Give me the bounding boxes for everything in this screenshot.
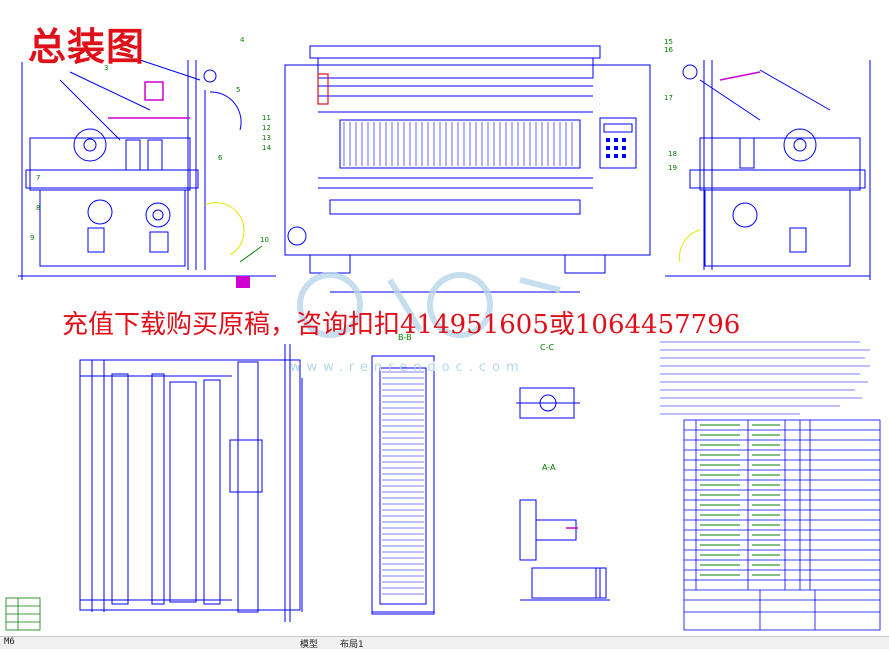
tab-layout1[interactable]: 布局1: [340, 640, 364, 650]
part-number-18: 18: [668, 150, 677, 158]
bottom-section-view: [371, 355, 435, 615]
left-side-view: [18, 59, 276, 280]
bom-text-lines: [700, 424, 780, 576]
part-number-2: 2: [86, 54, 90, 62]
status-left: M6: [4, 637, 15, 647]
section-label-c-c: C-C: [540, 343, 554, 352]
main-view-accent: [317, 73, 329, 105]
detail-views: [516, 387, 610, 601]
part-number-16: 16: [664, 46, 673, 54]
watermark-logo: [297, 272, 561, 338]
part-number-4: 4: [240, 36, 245, 44]
part-number-3: 3: [104, 64, 108, 72]
technical-notes: [660, 341, 870, 415]
status-bar: M6 模型 布局1: [0, 636, 889, 650]
left-view-accents: [108, 81, 263, 288]
main-front-view: [284, 45, 651, 293]
part-number-7: 7: [36, 174, 40, 182]
part-number-10: 10: [260, 236, 269, 244]
bottom-top-view: [79, 344, 303, 622]
part-number-15: 15: [664, 38, 673, 46]
part-number-1: 1: [70, 46, 74, 54]
revision-block: [5, 597, 41, 631]
tab-model[interactable]: 模型: [300, 640, 319, 650]
drawing-title: 总装图: [28, 25, 146, 69]
part-number-14: 14: [262, 144, 271, 152]
part-number-6: 6: [218, 154, 223, 162]
bottom-section-slats: [382, 371, 424, 595]
bom-table: [683, 419, 881, 631]
promo-banner: 充值下载购买原稿，咨询扣扣414951605或1064457796: [62, 310, 741, 340]
part-number-13: 13: [262, 134, 271, 142]
main-view-panel-buttons: [603, 123, 633, 158]
right-view-accent: [719, 71, 761, 81]
section-label-a-a: A-A: [542, 463, 556, 472]
part-number-9: 9: [30, 234, 34, 242]
part-number-17: 17: [664, 94, 673, 102]
main-view-grille: [343, 122, 573, 166]
part-number-5: 5: [236, 86, 240, 94]
watermark-url: www.renrendoc.com: [290, 360, 525, 375]
part-number-19: 19: [668, 164, 677, 172]
part-number-11: 11: [262, 114, 271, 122]
part-number-8: 8: [36, 204, 40, 212]
right-side-view: [665, 60, 871, 280]
part-number-12: 12: [262, 124, 271, 132]
section-label-b-b: B-B: [398, 333, 412, 342]
